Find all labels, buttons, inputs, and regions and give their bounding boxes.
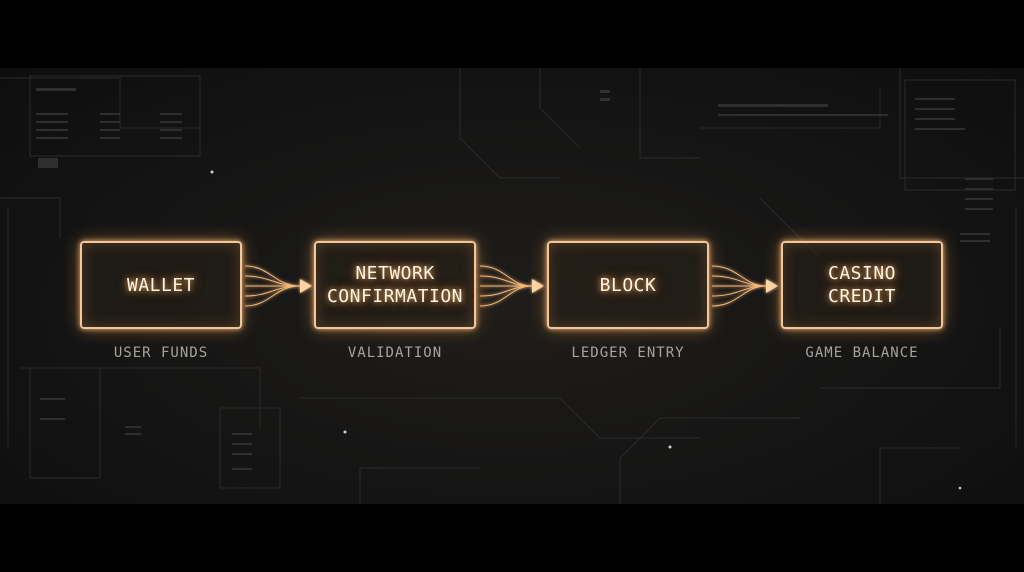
node-wallet-label: WALLET xyxy=(126,274,196,296)
caption-casino-credit: GAME BALANCE xyxy=(805,345,919,361)
caption-wallet: USER FUNDS xyxy=(113,345,209,361)
node-network-confirmation-label: NETWORK CONFIRMATION xyxy=(326,263,464,307)
caption-network-confirmation: VALIDATION xyxy=(347,345,443,361)
node-block: BLOCK xyxy=(547,241,709,329)
node-network-confirmation: NETWORK CONFIRMATION xyxy=(314,241,476,329)
node-casino-credit-label: CASINO CREDIT xyxy=(827,263,897,307)
caption-block: LEDGER ENTRY xyxy=(571,345,685,361)
node-casino-credit: CASINO CREDIT xyxy=(781,241,943,329)
circuit-background xyxy=(0,68,1024,504)
diagram-canvas: WALLET USER FUNDS NETWORK CONFIRMATION V… xyxy=(0,68,1024,504)
node-wallet: WALLET xyxy=(80,241,242,329)
node-block-label: BLOCK xyxy=(599,274,657,296)
